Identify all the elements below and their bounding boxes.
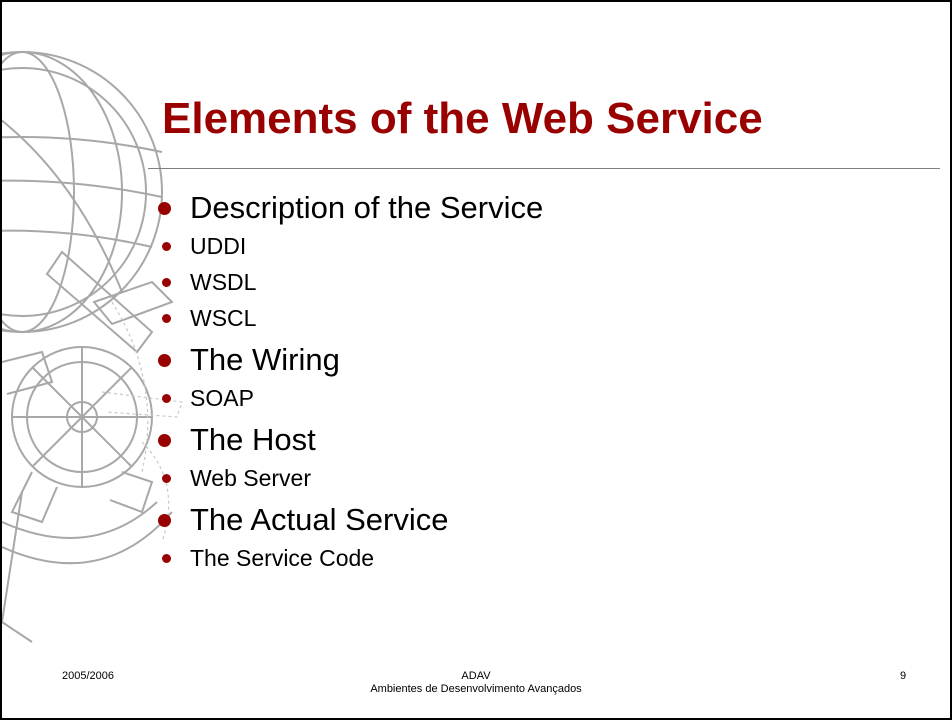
armillary-sphere-icon: [2, 51, 183, 643]
dot-bullet-icon: [162, 394, 171, 403]
footer-course-code: ADAV: [461, 670, 491, 682]
slide-title: Elements of the Web Service: [162, 94, 763, 143]
sub-bullet-label: WSDL: [190, 269, 257, 295]
dot-bullet-icon: [162, 474, 171, 483]
bullet-label: The Wiring: [190, 342, 340, 377]
dot-bullet-icon: [158, 514, 171, 527]
dot-bullet-icon: [162, 278, 171, 287]
sub-bullet-item: WSDL: [152, 264, 912, 300]
bullet-label: The Host: [190, 422, 316, 457]
dot-bullet-icon: [162, 242, 171, 251]
sub-bullet-item: The Service Code: [152, 540, 912, 576]
bullet-label: The Actual Service: [190, 502, 449, 537]
footer-date: 2005/2006: [62, 670, 114, 682]
sub-bullet-list: The Service Code: [152, 540, 912, 576]
sub-bullet-list: SOAP: [152, 380, 912, 416]
sub-bullet-list: Web Server: [152, 460, 912, 496]
bullet-item: The Actual Service: [152, 500, 912, 540]
sub-bullet-label: Web Server: [190, 465, 312, 491]
dot-bullet-icon: [158, 354, 171, 367]
dot-bullet-icon: [158, 202, 171, 215]
sub-bullet-list: UDDI WSDL WSCL: [152, 228, 912, 336]
sub-bullet-label: UDDI: [190, 233, 247, 259]
page-number: 9: [900, 670, 907, 682]
footer-course: ADAV Ambientes de Desenvolvimento Avança…: [326, 670, 626, 696]
sub-bullet-label: WSCL: [190, 305, 257, 331]
dot-bullet-icon: [158, 434, 171, 447]
title-divider: [148, 168, 940, 169]
dot-bullet-icon: [162, 554, 171, 563]
sub-bullet-item: Web Server: [152, 460, 912, 496]
footer-course-name: Ambientes de Desenvolvimento Avançados: [370, 683, 582, 695]
sub-bullet-item: UDDI: [152, 228, 912, 264]
bullet-label: Description of the Service: [190, 190, 544, 225]
sub-bullet-label: The Service Code: [190, 545, 375, 571]
bullet-item: The Host: [152, 420, 912, 460]
dot-bullet-icon: [162, 314, 171, 323]
bullet-item: The Wiring: [152, 340, 912, 380]
sub-bullet-label: SOAP: [190, 385, 254, 411]
sub-bullet-item: SOAP: [152, 380, 912, 416]
sub-bullet-item: WSCL: [152, 300, 912, 336]
bullet-item: Description of the Service: [152, 188, 912, 228]
